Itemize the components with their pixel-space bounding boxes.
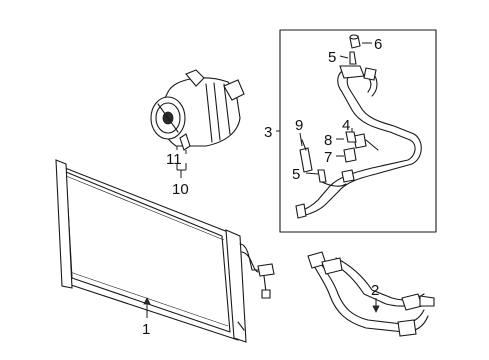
leader-5-top xyxy=(339,55,349,59)
leader-11-10 xyxy=(176,146,187,178)
callout-5-top: 5 xyxy=(328,49,336,66)
suction-discharge-hose xyxy=(295,34,422,219)
callout-4: 4 xyxy=(342,117,350,134)
callout-9: 9 xyxy=(295,117,303,134)
ac-compressor xyxy=(150,69,245,151)
liquid-line-hose xyxy=(307,251,435,337)
callout-6: 6 xyxy=(374,36,382,53)
callout-3: 3 xyxy=(264,124,272,141)
callout-11: 11 xyxy=(166,151,182,168)
condenser xyxy=(55,159,275,343)
callout-8: 8 xyxy=(324,132,332,149)
callout-1: 1 xyxy=(142,321,150,338)
callout-5-lower: 5 xyxy=(292,166,300,183)
callout-10: 10 xyxy=(172,181,189,198)
leader-2-arrow xyxy=(372,305,380,313)
leader-1-arrow xyxy=(143,297,151,305)
callout-2: 2 xyxy=(371,282,379,299)
leader-9 xyxy=(299,132,303,147)
hose-assembly-box xyxy=(279,29,437,233)
callout-7: 7 xyxy=(324,149,332,166)
leader-5-lower xyxy=(305,172,319,175)
